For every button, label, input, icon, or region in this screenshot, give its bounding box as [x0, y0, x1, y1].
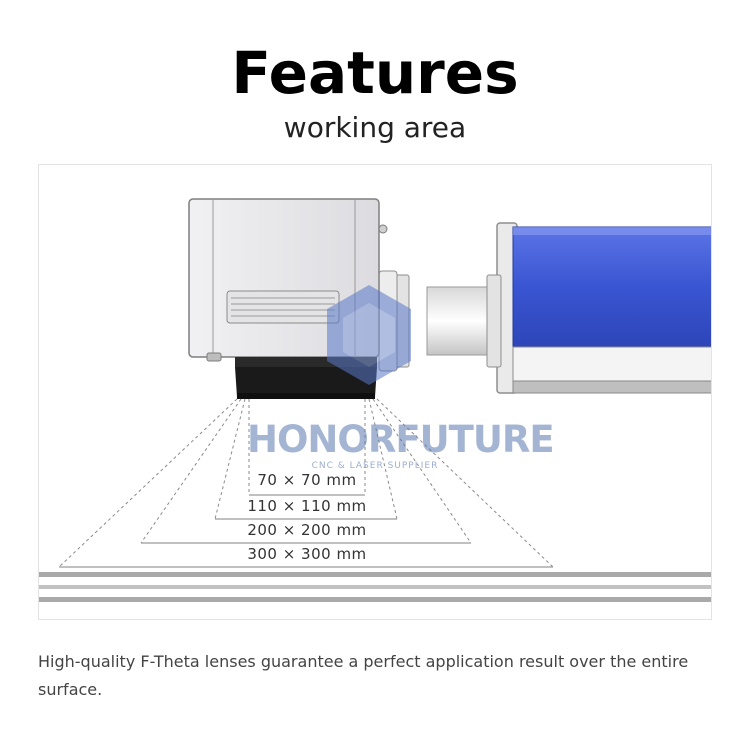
watermark-logo [327, 285, 411, 385]
work-table [39, 572, 711, 602]
working-area-label-70: 70 × 70 mm [257, 471, 357, 489]
laser-source [496, 222, 711, 394]
working-area-diagram: HONORFUTURE CNC & LASER SUPPLIER 70 × 70… [38, 164, 712, 620]
working-area-label-110: 110 × 110 mm [247, 497, 367, 515]
f-theta-lens [235, 357, 377, 399]
working-area-label-200: 200 × 200 mm [247, 521, 367, 539]
watermark-tagline: CNC & LASER SUPPLIER [311, 461, 439, 471]
feature-description: High-quality F-Theta lenses guarantee a … [38, 652, 689, 699]
working-area-label-300: 300 × 300 mm [247, 545, 367, 563]
page-subtitle: working area [283, 111, 467, 144]
beam-cones [58, 398, 554, 568]
working-area-baselines [59, 494, 553, 568]
watermark-brand: HONORFUTURE [247, 418, 555, 461]
page-title: Features [231, 39, 519, 107]
laser-head-illustration [39, 198, 711, 602]
